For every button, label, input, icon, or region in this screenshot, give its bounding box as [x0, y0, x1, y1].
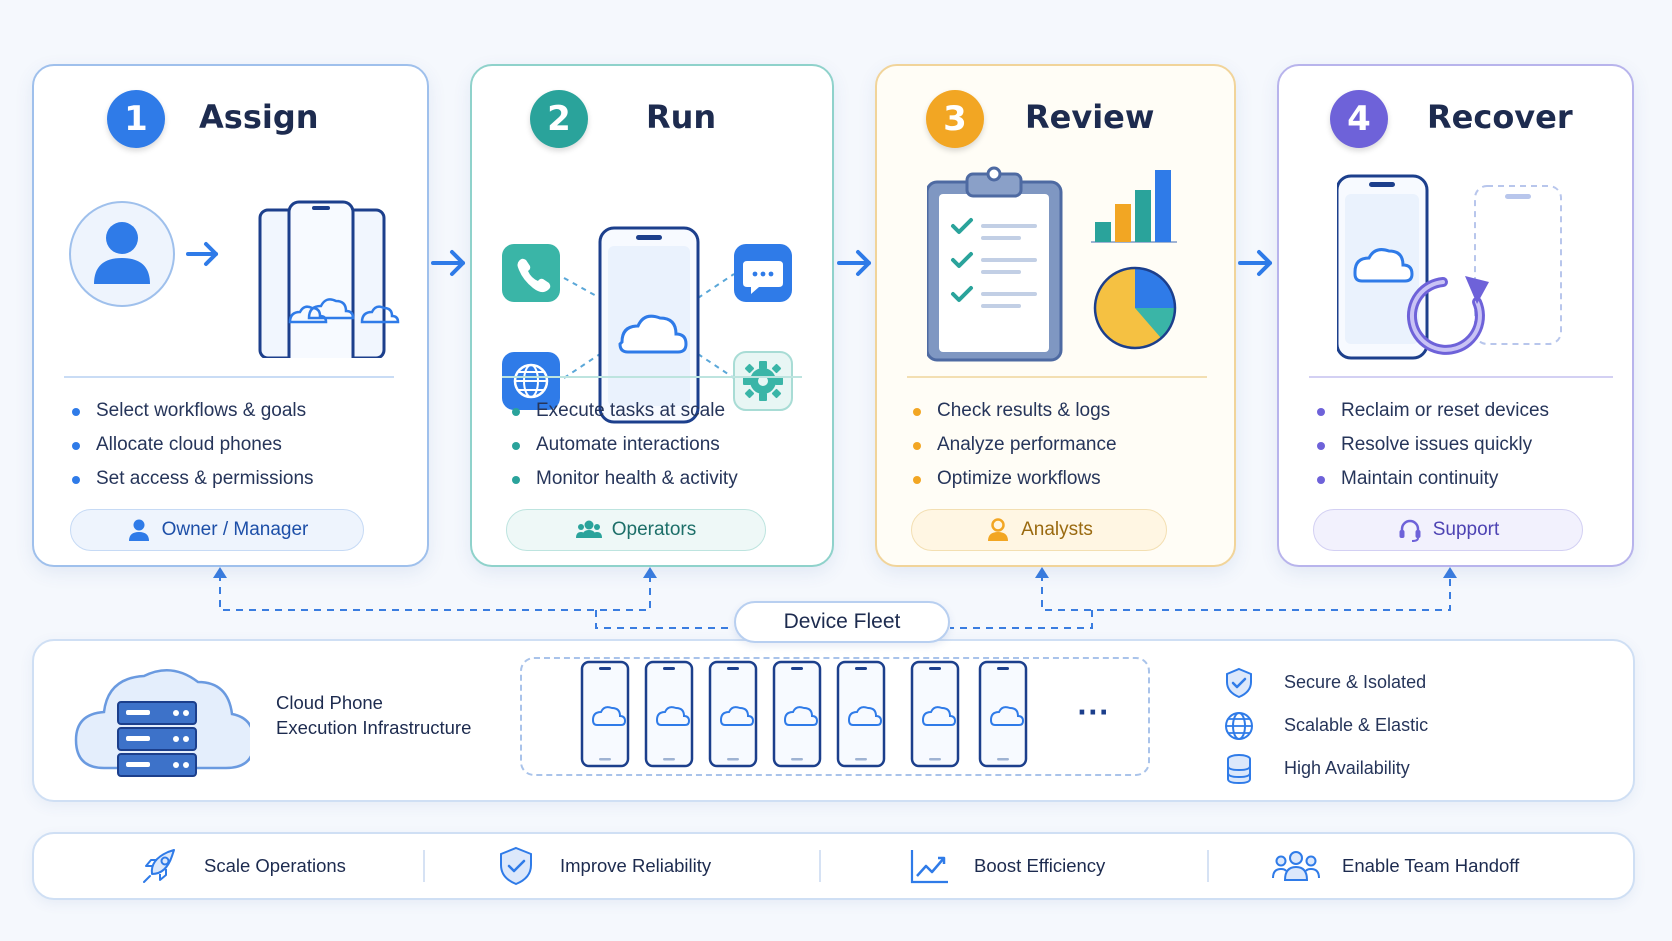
benefit-divider — [819, 850, 821, 882]
step-illustration — [927, 166, 1177, 362]
benefit-label: Boost Efficiency — [974, 855, 1106, 876]
device-fleet-label: Device Fleet — [734, 601, 950, 643]
step-number-badge: 2 — [530, 90, 588, 148]
role-pill-owner: Owner / Manager — [70, 509, 364, 551]
infrastructure-title: Cloud Phone Execution Infrastructure — [276, 690, 471, 740]
step-bullet: Analyze performance — [913, 428, 1117, 462]
fleet-phone-icon — [978, 660, 1028, 768]
benefit-label: Improve Reliability — [560, 855, 712, 876]
benefit-label: Enable Team Handoff — [1342, 855, 1520, 876]
step-card-assign: 1 Assign Select workfl — [32, 64, 429, 567]
pie-chart-icon — [1093, 266, 1177, 350]
step-illustration — [69, 200, 400, 358]
fleet-phone-icon — [910, 660, 960, 768]
step-bullet: Reclaim or reset devices — [1317, 394, 1549, 428]
step-bullet: Resolve issues quickly — [1317, 428, 1549, 462]
gear-icon — [733, 351, 793, 411]
step-bullet: Check results & logs — [913, 394, 1117, 428]
step-illustration — [502, 226, 793, 424]
role-label: Support — [1432, 519, 1500, 540]
benefit-efficiency: Boost Efficiency — [908, 834, 1105, 898]
benefit-scale: Scale Operations — [138, 834, 346, 898]
step-bullet: Execute tasks at scale — [512, 394, 738, 428]
step-title: Review — [1025, 98, 1155, 136]
role-label: Analysts — [1021, 519, 1093, 540]
step-card-recover: 4 Recover Reclaim or reset devices Resol… — [1277, 64, 1634, 567]
step-bullet: Allocate cloud phones — [72, 428, 314, 462]
cloud-phone-icon — [1337, 174, 1429, 360]
benefit-divider — [423, 850, 425, 882]
device-fleet-phones — [580, 660, 1028, 768]
infrastructure-title-line1: Cloud Phone — [276, 692, 383, 713]
step-bullet: Automate interactions — [512, 428, 738, 462]
rocket-icon — [143, 849, 175, 883]
flow-arrow-icon — [1238, 250, 1272, 276]
fleet-phone-icon — [708, 660, 758, 768]
role-pill-operators: Operators — [506, 509, 766, 551]
benefit-handoff: Enable Team Handoff — [1272, 834, 1519, 898]
role-pill-support: Support — [1313, 509, 1583, 551]
step-bullet: Monitor health & activity — [512, 462, 738, 496]
step-bullet: Maintain continuity — [1317, 462, 1549, 496]
shield-check-icon — [1226, 667, 1252, 699]
benefit-divider — [1207, 850, 1209, 882]
team-icon — [575, 520, 602, 538]
step-title: Run — [646, 98, 717, 136]
feature-label: Scalable & Elastic — [1284, 715, 1429, 735]
step-bullet: Set access & permissions — [72, 462, 314, 496]
step-illustration — [1337, 174, 1562, 360]
step-card-review: 3 Review — [875, 64, 1236, 567]
step-title: Recover — [1427, 98, 1573, 136]
step-title: Assign — [199, 98, 319, 136]
step-bullet: Select workflows & goals — [72, 394, 314, 428]
flow-arrow-icon — [837, 250, 871, 276]
benefit-reliability: Improve Reliability — [494, 834, 711, 898]
fleet-phone-icon — [772, 660, 822, 768]
phone-call-icon — [502, 244, 560, 302]
role-label: Operators — [611, 519, 697, 540]
feature-label: High Availability — [1284, 758, 1410, 778]
database-icon — [1227, 754, 1251, 785]
step-number-badge: 4 — [1330, 90, 1388, 148]
trend-up-icon — [910, 850, 948, 884]
arrow-right-icon — [186, 242, 218, 266]
fleet-phone-icon — [644, 660, 694, 768]
user-icon — [69, 201, 175, 307]
chat-icon — [734, 244, 792, 302]
infrastructure-title-line2: Execution Infrastructure — [276, 717, 472, 738]
cloud-phones-icon — [258, 200, 400, 358]
benefits-bar: Scale Operations Improve Reliability Boo… — [32, 832, 1635, 900]
clipboard-checklist-icon — [927, 166, 1063, 362]
benefit-label: Scale Operations — [204, 855, 346, 876]
cloud-server-icon — [74, 669, 250, 777]
globe-icon — [1225, 712, 1253, 740]
step-bullet: Optimize workflows — [913, 462, 1117, 496]
role-pill-analysts: Analysts — [911, 509, 1167, 551]
cloud-phone-icon — [598, 226, 700, 424]
step-number-badge: 3 — [926, 90, 984, 148]
more-devices-ellipsis: ··· — [1077, 698, 1110, 728]
fleet-phone-icon — [836, 660, 886, 768]
role-label: Owner / Manager — [161, 519, 309, 540]
device-fleet-box — [520, 657, 1150, 776]
bar-chart-icon — [1091, 170, 1177, 243]
feature-label: Secure & Isolated — [1284, 672, 1427, 692]
refresh-icon — [1407, 276, 1489, 355]
flow-arrow-icon — [431, 250, 465, 276]
globe-icon — [502, 352, 560, 410]
headset-icon — [1399, 519, 1421, 542]
user-icon — [128, 519, 149, 541]
step-card-run: 2 Run — [470, 64, 834, 567]
analyst-icon — [988, 518, 1009, 541]
fleet-phone-icon — [580, 660, 630, 768]
shield-check-icon — [500, 846, 532, 886]
step-number-badge: 1 — [107, 90, 165, 148]
team-icon — [1272, 851, 1320, 881]
